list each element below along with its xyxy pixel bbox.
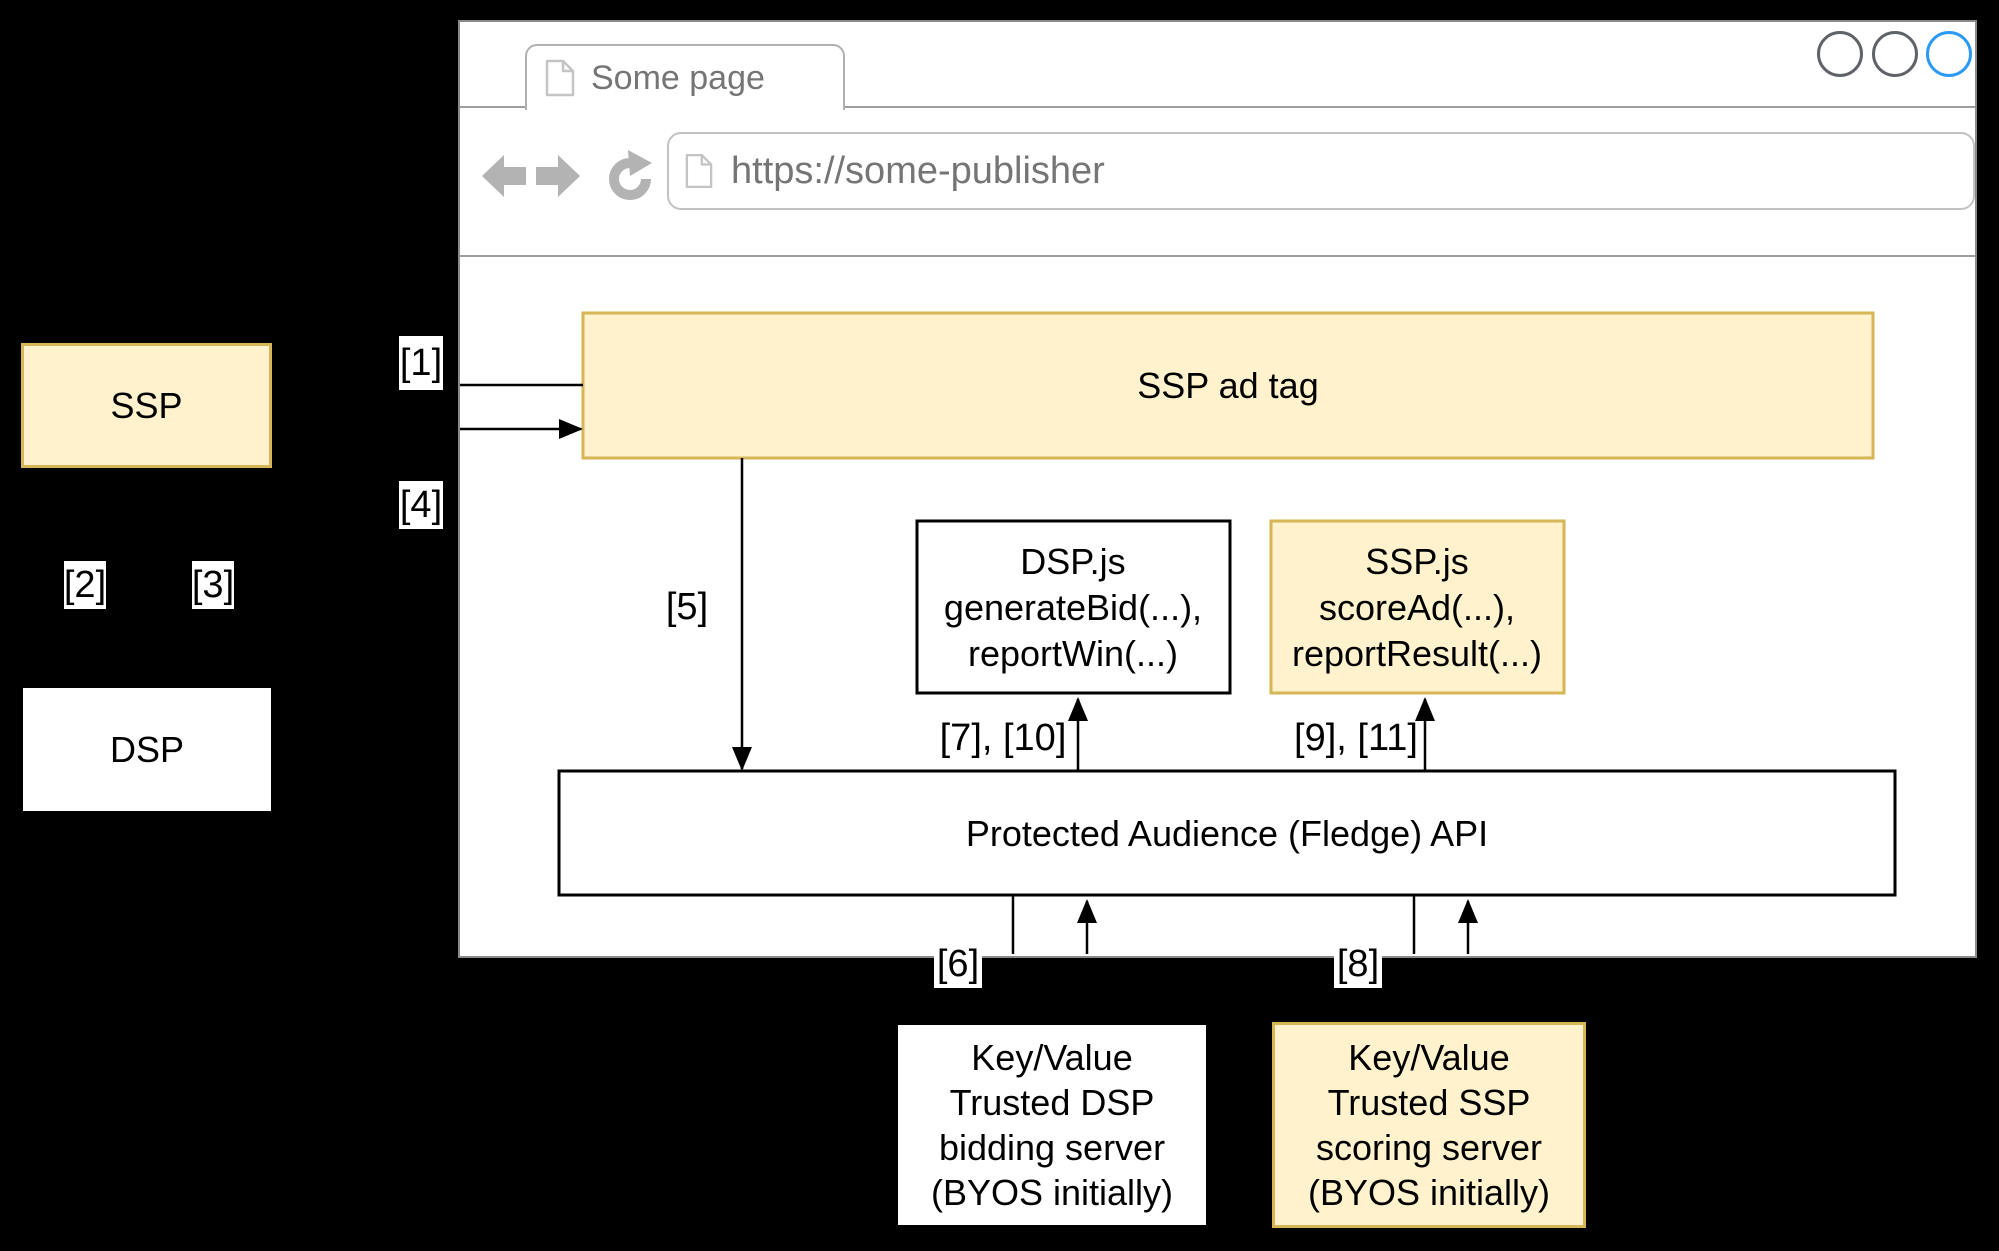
dsp-external-label: DSP [109,729,185,770]
url-bar[interactable]: https://some-publisher [667,132,1975,210]
kv-dsp-line4: (BYOS initially) [930,1172,1174,1213]
tabbar-divider [460,106,1975,108]
step-label-3: [3] [192,561,234,609]
step-label-2: [2] [64,561,106,609]
ssp-external-box: SSP [21,343,272,468]
kv-ssp-line4: (BYOS initially) [1307,1172,1551,1213]
ssp-js-line2: scoreAd(...), [1319,587,1515,628]
window-control-circle-active[interactable] [1926,31,1972,77]
window-control-circle-2[interactable] [1872,31,1918,77]
dsp-js-line3: reportWin(...) [968,633,1178,674]
ssp-external-label: SSP [110,385,183,426]
dsp-external-box: DSP [23,688,271,811]
ssp-js-line3: reportResult(...) [1292,633,1542,674]
step-label-9-11: [9], [11] [1294,717,1418,759]
window-control-circle-1[interactable] [1817,31,1863,77]
browser-tab[interactable]: Some page [525,44,845,110]
ssp-js-line1: SSP.js [1365,541,1468,582]
kv-dsp-bidding-server-box: Key/Value Trusted DSP bidding server (BY… [895,1022,1209,1228]
dsp-js-line2: generateBid(...), [944,587,1202,628]
dsp-js-box [915,519,1232,695]
step-label-7-10: [7], [10] [940,717,1067,759]
kv-ssp-line1: Key/Value [1348,1037,1510,1078]
ssp-ad-tag-box [581,311,1875,460]
step-label-5: [5] [666,586,708,628]
forward-icon[interactable] [534,153,582,199]
step-label-1: [1] [399,336,443,390]
tab-title: Some page [591,58,765,97]
step-label-6: [6] [934,940,982,988]
back-icon[interactable] [480,153,528,199]
browser-window: Some page https://some-publisher SSP ad … [458,20,1977,958]
page-diagram: SSP ad tag [5] DSP.js generateBid(...), … [460,311,1897,954]
kv-dsp-line1: Key/Value [971,1037,1133,1078]
reload-icon[interactable] [602,150,658,204]
kv-ssp-line3: scoring server [1315,1127,1543,1168]
toolbar-divider [460,255,1975,257]
step-label-8: [8] [1334,940,1382,988]
ssp-ad-tag-label: SSP ad tag [1137,365,1318,406]
kv-ssp-scoring-server-box: Key/Value Trusted SSP scoring server (BY… [1272,1022,1586,1228]
page-icon [685,153,713,189]
kv-ssp-line2: Trusted SSP [1327,1082,1531,1123]
kv-dsp-line3: bidding server [938,1127,1166,1168]
step-label-4: [4] [399,481,443,529]
kv-dsp-line2: Trusted DSP [949,1082,1155,1123]
page-icon [545,59,575,97]
dsp-js-line1: DSP.js [1020,541,1125,582]
protected-audience-api-label: Protected Audience (Fledge) API [966,813,1488,854]
url-text: https://some-publisher [731,149,1105,192]
protected-audience-api-box [557,769,1897,897]
ssp-js-box [1269,519,1566,695]
